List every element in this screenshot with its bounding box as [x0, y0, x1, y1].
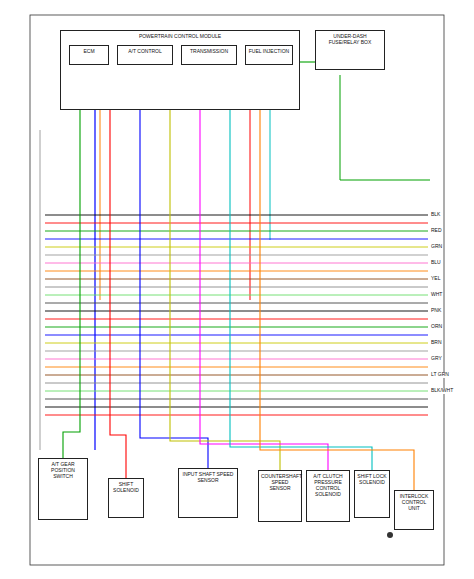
wire	[45, 343, 428, 344]
wire	[45, 415, 428, 416]
wire	[45, 375, 428, 376]
component-box: A/T GEAR POSITION SWITCH	[38, 458, 88, 520]
wire	[45, 391, 428, 392]
wire	[45, 215, 428, 216]
component-box: SHIFT LOCK SOLENOID	[354, 470, 390, 518]
component-label: TRANSMISSION	[184, 48, 234, 54]
wire-color-code: PNK	[430, 308, 442, 314]
wire-connector	[260, 110, 414, 490]
component-label: A/T CONTROL	[120, 48, 170, 54]
component-box: POWERTRAIN CONTROL MODULE ECM A/T CONTROL T…	[60, 30, 300, 110]
component-box: UNDER-DASH FUSE/RELAY BOX	[315, 30, 385, 70]
wire-connector	[63, 110, 80, 458]
wire	[45, 279, 428, 280]
wire-color-code: ORN	[430, 324, 443, 330]
component-box: SHIFT SOLENOID	[108, 478, 144, 518]
wire	[270, 110, 271, 240]
diagram-frame	[30, 15, 444, 565]
wire	[45, 319, 428, 320]
wire-connector	[140, 110, 208, 468]
wire-color-code: GRN	[430, 244, 443, 250]
component-label: FUEL INJECTION	[248, 48, 290, 54]
wire-color-code: WHT	[430, 292, 443, 298]
component-box: INPUT SHAFT SPEED SENSOR	[178, 468, 238, 518]
wire	[45, 287, 428, 288]
wire	[340, 180, 430, 181]
wire-color-code: RED	[430, 228, 443, 234]
component-label: A/T GEAR POSITION SWITCH	[41, 461, 85, 479]
wire-color-code: BLK/WHT	[430, 388, 454, 394]
wire	[45, 399, 428, 400]
wire	[45, 295, 428, 296]
wire-color-code: LT GRN	[430, 372, 450, 378]
component-box: INTERLOCK CONTROL UNIT	[394, 490, 434, 530]
component-label: UNDER-DASH FUSE/RELAY BOX	[318, 33, 382, 45]
wire-color-code: BRN	[430, 340, 443, 346]
component-label: INPUT SHAFT SPEED SENSOR	[181, 471, 235, 483]
module-section: FUEL INJECTION	[245, 45, 293, 65]
wire	[45, 335, 428, 336]
wire	[45, 255, 428, 256]
wire	[45, 367, 428, 368]
module-section: A/T CONTROL	[117, 45, 173, 65]
wire	[340, 75, 341, 180]
wire-connector	[200, 110, 328, 470]
component-label: INTERLOCK CONTROL UNIT	[397, 493, 431, 511]
ground-symbol	[387, 532, 393, 538]
wire	[45, 359, 428, 360]
wire	[45, 327, 428, 328]
component-box: COUNTERSHAFT SPEED SENSOR	[258, 470, 302, 522]
wire	[250, 110, 251, 300]
wire	[45, 263, 428, 264]
module-section: TRANSMISSION	[181, 45, 237, 65]
module-section: ECM	[69, 45, 109, 65]
component-label: COUNTERSHAFT SPEED SENSOR	[261, 473, 299, 491]
wire-color-code: GRY	[430, 356, 443, 362]
component-label: POWERTRAIN CONTROL MODULE	[63, 33, 297, 39]
wire-connector	[170, 110, 280, 470]
wire	[45, 239, 428, 240]
wire	[45, 223, 428, 224]
wire	[100, 110, 101, 300]
wire-connector	[230, 110, 372, 470]
wire	[45, 231, 428, 232]
component-label: SHIFT SOLENOID	[111, 481, 141, 493]
wire	[45, 351, 428, 352]
wire	[45, 271, 428, 272]
component-label: SHIFT LOCK SOLENOID	[357, 473, 387, 485]
wire	[45, 303, 428, 304]
component-label: A/T CLUTCH PRESSURE CONTROL SOLENOID	[309, 473, 347, 497]
wire	[45, 247, 428, 248]
component-label: ECM	[72, 48, 106, 54]
wire-color-code: YEL	[430, 276, 441, 282]
wire-connector	[110, 110, 126, 478]
wire-connector	[300, 61, 315, 62]
wire-color-code: BLK	[430, 212, 441, 218]
wire	[45, 407, 428, 408]
wire	[45, 383, 428, 384]
wire-color-code: BLU	[430, 260, 442, 266]
component-box: A/T CLUTCH PRESSURE CONTROL SOLENOID	[306, 470, 350, 522]
wire	[45, 311, 428, 312]
wire	[40, 130, 41, 450]
